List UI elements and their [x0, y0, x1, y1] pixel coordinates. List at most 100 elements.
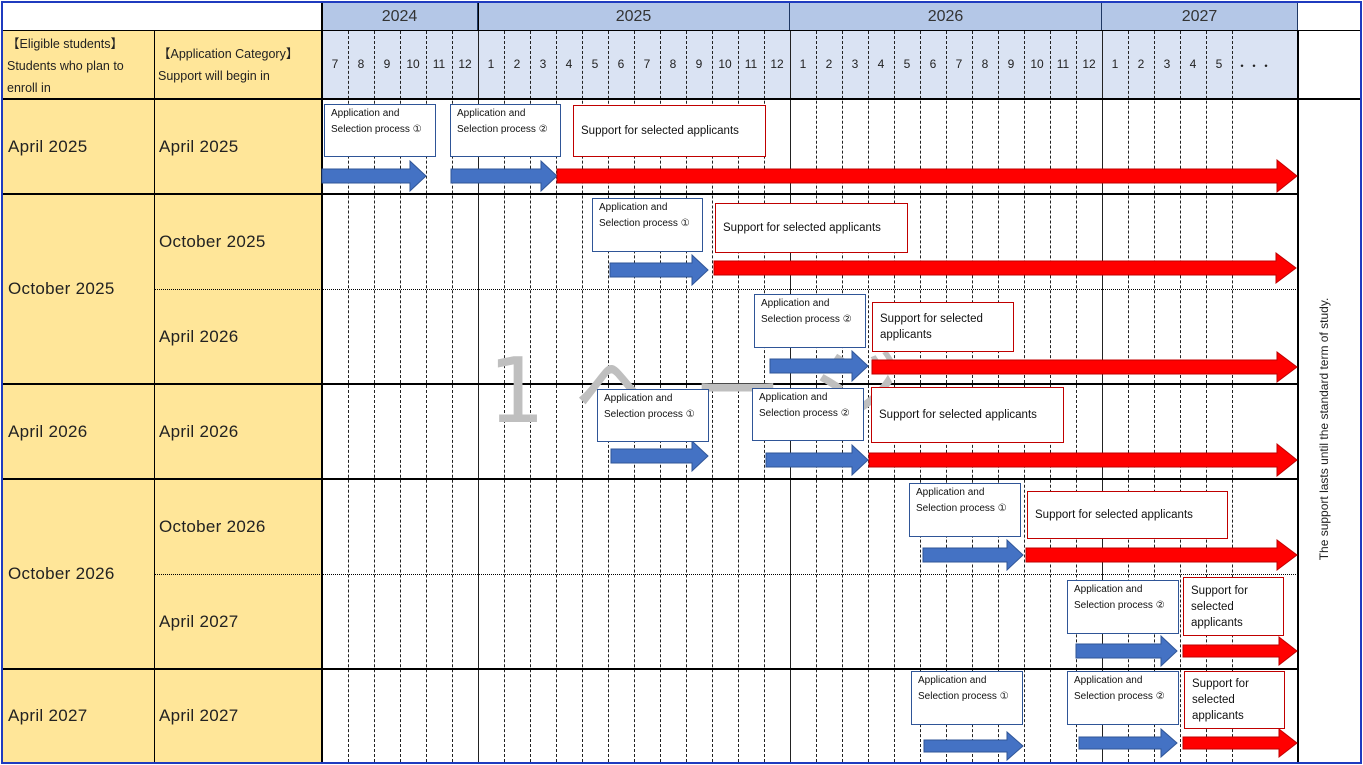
- month-grid-line: [1180, 31, 1181, 762]
- month-grid-line: [582, 31, 583, 762]
- month-label: 1: [1111, 57, 1119, 71]
- support-arrow-row3: [871, 351, 1298, 383]
- month-label: 12: [458, 57, 472, 71]
- process-1-box-row2: Application and Selection process ①: [592, 198, 703, 252]
- month-grid-line: [1206, 31, 1207, 762]
- process-2-box-row6: Application and Selection process ②: [1067, 580, 1179, 634]
- month-label: 7: [643, 57, 651, 71]
- month-grid-line: [504, 31, 505, 762]
- process-1-arrow-row1: [321, 159, 427, 193]
- month-label: 10: [718, 57, 732, 71]
- category-label-row3: April 2026: [159, 326, 239, 346]
- month-grid-line: [400, 31, 401, 762]
- category-label-row5: October 2026: [159, 517, 266, 536]
- month-label: 12: [1082, 57, 1096, 71]
- support-arrow-row4: [868, 442, 1298, 478]
- process-2-arrow-row1: [450, 159, 558, 193]
- month-grid-line: [1076, 31, 1077, 762]
- month-label: 5: [591, 57, 599, 71]
- process-1-box-row5: Application and Selection process ①: [909, 483, 1021, 537]
- process-2-arrow-row7: [1078, 727, 1178, 759]
- month-grid-line: [1154, 31, 1155, 762]
- month-grid-line: [426, 31, 427, 762]
- month-label: 11: [1056, 57, 1070, 71]
- col-border-1: [154, 31, 155, 762]
- support-box-row4: Support for selected applicants: [871, 387, 1064, 443]
- month-label: 3: [539, 57, 547, 71]
- month-label: 2: [513, 57, 521, 71]
- row-border-5: [154, 574, 1298, 575]
- category-column-fill: [154, 99, 322, 762]
- year-row-border: [3, 30, 1360, 31]
- support-box-row6: Support for selected applicants: [1183, 577, 1284, 636]
- support-arrow-row1: [556, 158, 1298, 194]
- eligible-students-header: 【Eligible students】 Students who plan to…: [7, 37, 124, 95]
- month-grid-line: [452, 31, 453, 762]
- month-grid-line: [348, 31, 349, 762]
- support-box-row2: Support for selected applicants: [715, 203, 908, 253]
- process-2-arrow-row4: [765, 443, 869, 477]
- month-label: 6: [929, 57, 937, 71]
- header-label-fill: [3, 31, 322, 98]
- row-border-3: [3, 383, 1298, 385]
- support-box-row1: Support for selected applicants: [573, 105, 766, 157]
- month-label: 7: [331, 57, 339, 71]
- month-header-fill: [322, 31, 1298, 98]
- month-label: 10: [406, 57, 420, 71]
- year-2027: 2027: [1102, 3, 1298, 31]
- year-2026: 2026: [790, 3, 1102, 31]
- row-border-6: [3, 668, 1298, 670]
- month-label: 8: [669, 57, 677, 71]
- process-1-box-row4: Application and Selection process ①: [597, 389, 709, 442]
- month-label: 5: [903, 57, 911, 71]
- process-1-arrow-row5: [922, 538, 1024, 572]
- process-1-arrow-row2: [609, 253, 709, 287]
- category-label-row1: April 2025: [159, 136, 239, 156]
- month-grid-line: [556, 31, 557, 762]
- month-label: 8: [981, 57, 989, 71]
- row-border-2: [154, 289, 1298, 290]
- support-arrow-row5: [1025, 539, 1298, 571]
- support-box-row7: Support for selected applicants: [1184, 671, 1285, 729]
- process-2-arrow-row6: [1075, 634, 1178, 668]
- month-label: 11: [744, 57, 758, 71]
- month-label: 4: [565, 57, 573, 71]
- month-label: 5: [1215, 57, 1223, 71]
- category-label-row7: April 2027: [159, 706, 239, 725]
- support-arrow-row2: [713, 252, 1297, 284]
- month-grid-line: [712, 31, 713, 762]
- support-arrow-row7: [1182, 727, 1298, 759]
- year-2024: 2024: [322, 3, 478, 31]
- month-label: 9: [1007, 57, 1015, 71]
- row-border-1: [3, 193, 1298, 195]
- support-arrow-row6: [1182, 635, 1298, 667]
- col-border-3: [1297, 31, 1299, 762]
- month-grid-line: [478, 31, 479, 762]
- month-label: 7: [955, 57, 963, 71]
- month-label: 8: [357, 57, 365, 71]
- month-label: 2: [1137, 57, 1145, 71]
- process-2-box-row7: Application and Selection process ②: [1067, 671, 1179, 725]
- support-box-row3: Support for selected applicants: [872, 302, 1014, 352]
- support-duration-note: The support lasts until the standard ter…: [1317, 297, 1331, 561]
- category-label-row6: April 2027: [159, 611, 239, 631]
- month-label: 9: [695, 57, 703, 71]
- month-label: 3: [851, 57, 859, 71]
- month-label: 11: [432, 57, 446, 71]
- month-grid-line: [1102, 31, 1103, 762]
- month-label: 1: [799, 57, 807, 71]
- header-bottom-border: [3, 98, 1360, 100]
- process-1-arrow-row7: [923, 730, 1024, 762]
- enroll-label-row1: April 2025: [8, 136, 88, 156]
- month-label: 9: [383, 57, 391, 71]
- month-grid-line: [1128, 31, 1129, 762]
- category-label-row2: October 2025: [159, 232, 266, 251]
- process-2-box-row4: Application and Selection process ②: [752, 388, 864, 441]
- enroll-label-row7: April 2027: [8, 706, 88, 725]
- month-grid-line: [374, 31, 375, 762]
- process-1-box-row1: Application and Selection process ①: [324, 104, 436, 157]
- month-label: 4: [877, 57, 885, 71]
- row-border-4: [3, 478, 1298, 480]
